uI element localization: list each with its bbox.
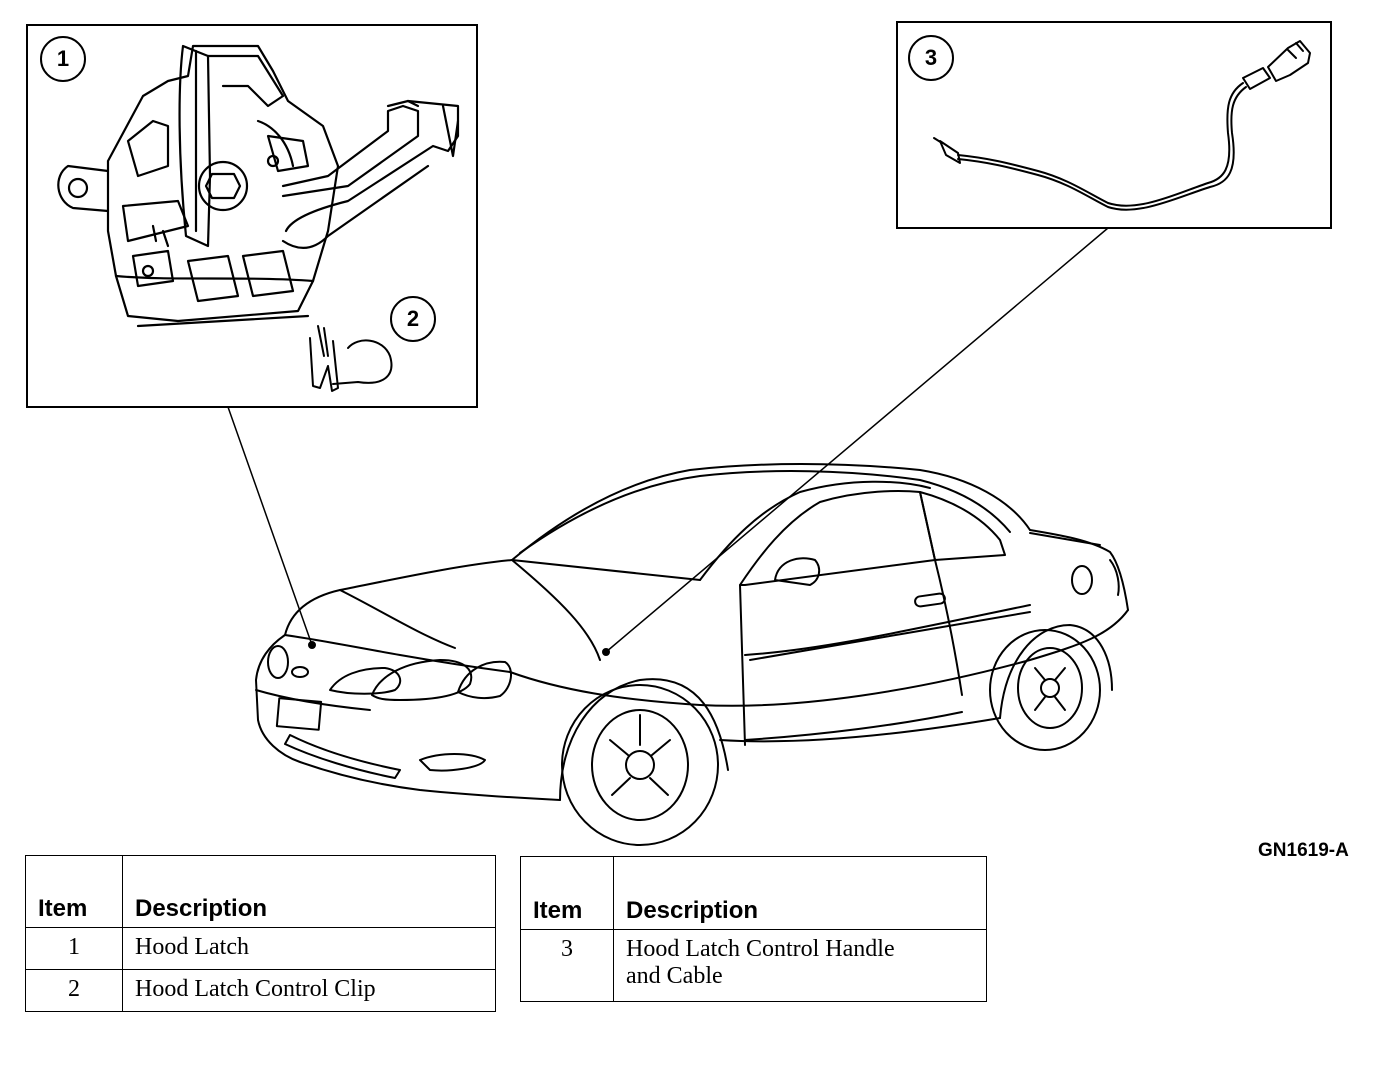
legend-row: 3 Hood Latch Control Handle and Cable	[520, 929, 987, 1002]
legend-item-number: 3	[520, 929, 614, 1002]
callout-3: 3	[908, 35, 954, 81]
figure-id: GN1619-A	[1258, 840, 1349, 861]
legend-header-item: Item	[520, 856, 614, 930]
car-illustration	[255, 463, 1129, 846]
legend-item-description: Hood Latch Control Handle and Cable	[613, 929, 987, 1002]
legend-item-description-line-1: Hood Latch Control Handle	[626, 936, 895, 962]
callout-2: 2	[390, 296, 436, 342]
legend-header-description: Description	[122, 855, 496, 928]
legend-table-right: Item Description 3 Hood Latch Control Ha…	[520, 856, 987, 1002]
legend-header-item: Item	[25, 855, 123, 928]
leader-line-latch	[227, 406, 313, 646]
legend-row: 1 Hood Latch	[25, 927, 496, 970]
legend-item-number: 1	[25, 927, 123, 970]
hood-latch-drawing	[57, 44, 460, 392]
legend-table-left: Item Description 1 Hood Latch 2 Hood Lat…	[25, 855, 496, 1012]
legend-header-description: Description	[613, 856, 987, 930]
legend-row: 2 Hood Latch Control Clip	[25, 969, 496, 1012]
legend-item-number: 2	[25, 969, 123, 1012]
legend-item-description: Hood Latch Control Clip	[122, 969, 496, 1012]
callout-1: 1	[40, 36, 86, 82]
leader-line-cable	[605, 227, 1109, 653]
hood-latch-cable-inset: 3	[896, 21, 1332, 229]
legend-item-description-line-2: and Cable	[626, 963, 723, 989]
hood-latch-inset: 1 2	[26, 24, 478, 408]
legend-item-description: Hood Latch	[122, 927, 496, 970]
hood-latch-cable-drawing	[933, 40, 1311, 211]
hood-latch-control-clip-drawing	[309, 325, 393, 392]
